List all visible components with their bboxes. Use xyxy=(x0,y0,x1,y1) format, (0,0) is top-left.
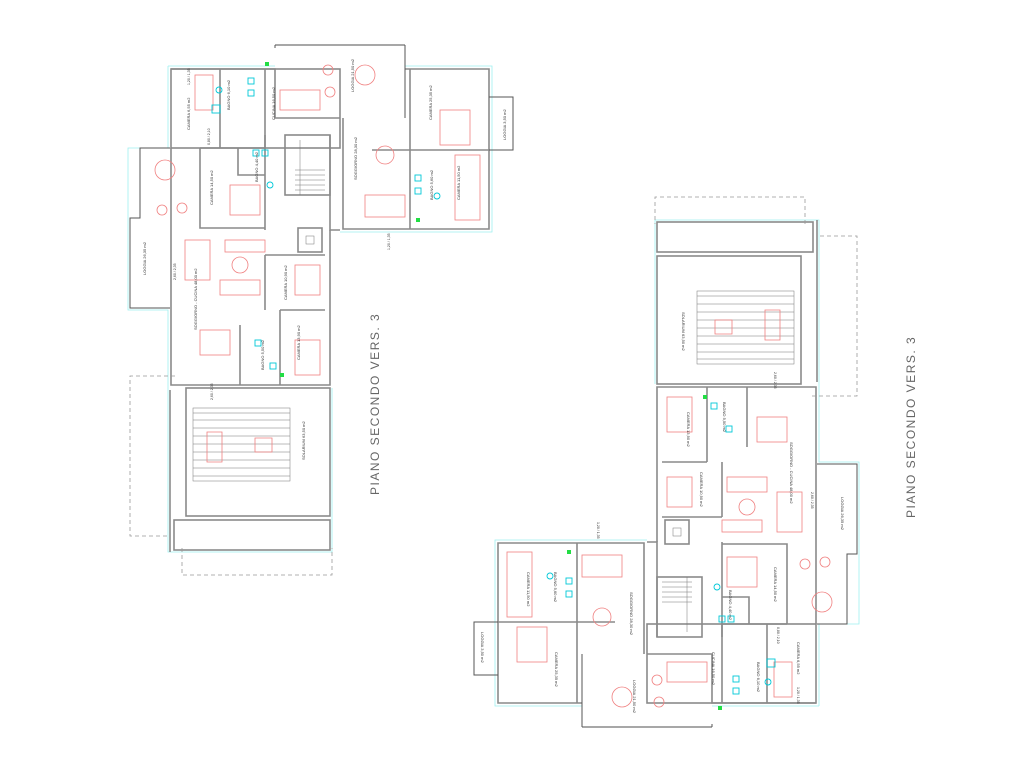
furniture xyxy=(154,64,481,376)
floor-plan-left: CAMERA 6,55 m2 BAGNO 6,10 m2 CUCINA 16,5… xyxy=(127,44,514,576)
pergola xyxy=(192,407,291,482)
fixtures xyxy=(211,62,441,377)
room-label: BAGNO 5,60 m2 xyxy=(429,169,434,200)
room-label: CAMERA 14,50 m2 xyxy=(209,170,214,205)
drawing-title-left: PIANO SECONDO VERS. 3 xyxy=(368,313,382,495)
room-label: SOGGIORNO - CUCINA 48,00 m2 xyxy=(193,268,198,330)
room-label: BAGNO 5,50 m2 xyxy=(260,339,265,370)
drawing-title-right: PIANO SECONDO VERS. 3 xyxy=(904,336,918,518)
outline xyxy=(127,65,493,553)
dimension-label: 0,80 / 2,10 xyxy=(207,128,211,145)
room-label: BAGNO 6,10 m2 xyxy=(226,79,231,110)
room-labels: CAMERA 6,55 m2 BAGNO 6,10 m2 CUCINA 16,5… xyxy=(142,58,507,460)
room-label: LOGGIA 26,35 m2 xyxy=(142,241,147,275)
dimension-label: 2,60 / 2,35 xyxy=(210,383,214,400)
room-label: LOGGIA 3,50 m2 xyxy=(502,109,507,140)
dimension-labels: 0,80 / 2,10 1,20 / 1,35 2,60 / 2,35 1,20… xyxy=(173,68,391,400)
room-label: CUCINA 16,50 m2 xyxy=(271,86,276,120)
room-label: CAMERA 10,90 m2 xyxy=(283,265,288,300)
room-label: CAMERA 11,50 m2 xyxy=(456,165,461,200)
room-label: SOGGIORNO 28,30 m2 xyxy=(353,136,358,180)
room-label: CAMERA 13,90 m2 xyxy=(296,325,301,360)
room-label: CAMERA 6,55 m2 xyxy=(186,97,191,130)
floor-plan-right xyxy=(473,196,860,728)
dimension-label: 2,60 / 2,35 xyxy=(173,263,177,280)
dimension-label: 1,20 / 1,35 xyxy=(387,233,391,250)
room-label: SOLARIUM 63,50 m2 xyxy=(301,421,306,460)
room-label: CAMERA 25,35 m2 xyxy=(428,85,433,120)
room-label: BAGNO 4,40 m2 xyxy=(254,151,259,182)
dimension-label: 1,20 / 1,35 xyxy=(187,68,191,85)
room-label: LOGGIA 21,50 m2 xyxy=(350,58,355,92)
